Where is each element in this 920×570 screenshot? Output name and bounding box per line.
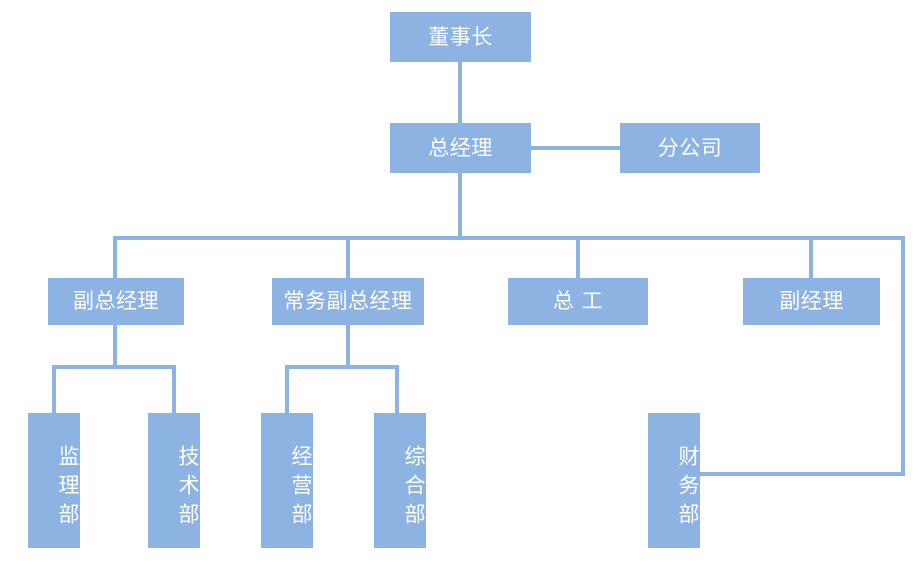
node-chief-engineer[interactable]: 总 工 <box>508 278 648 325</box>
connector-bus-to-deputy-gm <box>113 236 117 278</box>
node-supervision-department[interactable]: 监理部 <box>28 413 80 548</box>
connector-bus-right-riser <box>901 236 905 476</box>
node-deputy-manager[interactable]: 副经理 <box>743 278 880 325</box>
connector-main-bus <box>113 236 905 240</box>
node-executive-deputy-general-manager[interactable]: 常务副总经理 <box>272 278 424 325</box>
node-operations-department[interactable]: 经营部 <box>261 413 313 548</box>
connector-bus-to-deputy-manager <box>809 236 813 278</box>
node-finance-department[interactable]: 财务部 <box>648 413 700 548</box>
node-general-affairs-department[interactable]: 综合部 <box>374 413 426 548</box>
connector-finance-horizontal <box>700 472 905 476</box>
node-branch-company[interactable]: 分公司 <box>620 123 760 173</box>
connector-deputy-gm-stem <box>113 325 117 367</box>
connector-to-supervision-dept <box>52 365 56 413</box>
connector-to-operations-dept <box>285 365 289 413</box>
connector-exec-deputy-gm-bracket <box>285 365 399 369</box>
connector-bus-to-exec-deputy-gm <box>346 236 350 278</box>
connector-to-technology-dept <box>172 365 176 413</box>
connector-exec-deputy-gm-stem <box>346 325 350 367</box>
connector-gm-drop <box>458 173 462 240</box>
node-general-manager[interactable]: 总经理 <box>390 123 531 173</box>
connector-chairman-to-gm <box>458 62 462 123</box>
node-deputy-general-manager[interactable]: 副总经理 <box>48 278 184 325</box>
connector-to-general-affairs-dept <box>395 365 399 413</box>
connector-bus-to-chief-engineer <box>576 236 580 278</box>
connector-deputy-gm-bracket <box>52 365 176 369</box>
node-chairman[interactable]: 董事长 <box>390 12 531 62</box>
connector-gm-to-branch <box>531 146 620 150</box>
node-technology-department[interactable]: 技术部 <box>148 413 200 548</box>
